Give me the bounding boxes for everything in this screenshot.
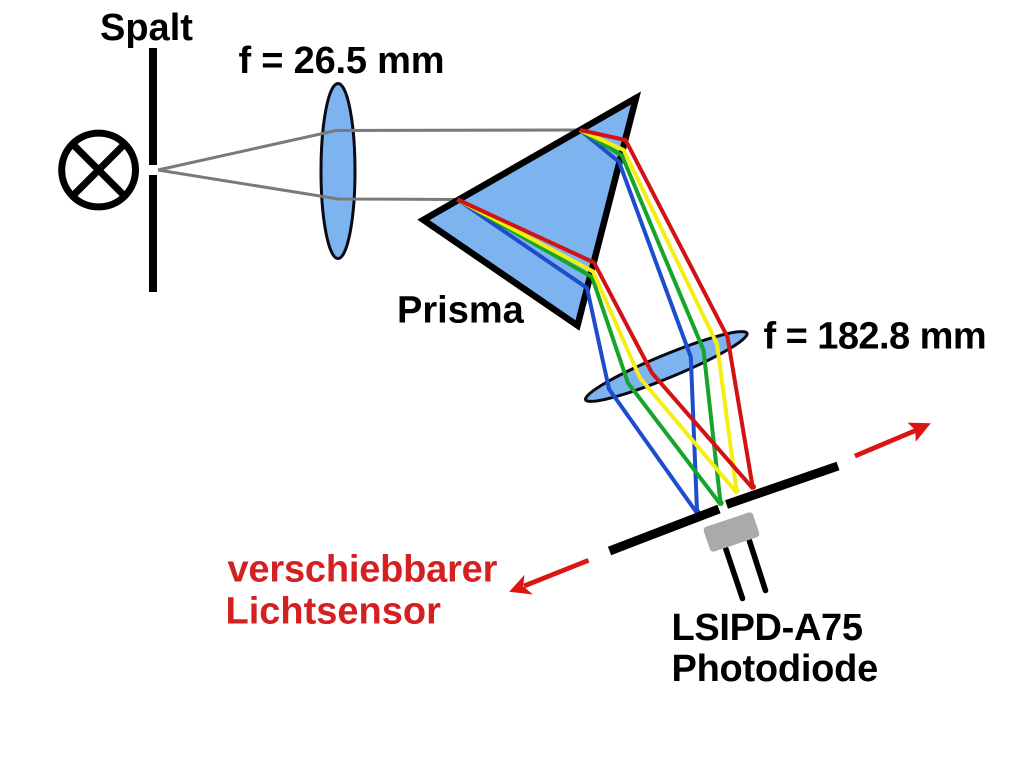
svg-text:Spalt: Spalt [100, 7, 193, 49]
svg-text:verschiebbarer: verschiebbarer [228, 549, 498, 591]
svg-text:LSIPD-A75: LSIPD-A75 [672, 607, 863, 649]
svg-text:Lichtsensor: Lichtsensor [226, 591, 442, 633]
svg-text:f = 182.8 mm: f = 182.8 mm [764, 316, 987, 358]
svg-text:Prisma: Prisma [397, 290, 525, 332]
svg-text:Photodiode: Photodiode [672, 648, 878, 690]
svg-text:f = 26.5 mm: f = 26.5 mm [239, 40, 445, 82]
